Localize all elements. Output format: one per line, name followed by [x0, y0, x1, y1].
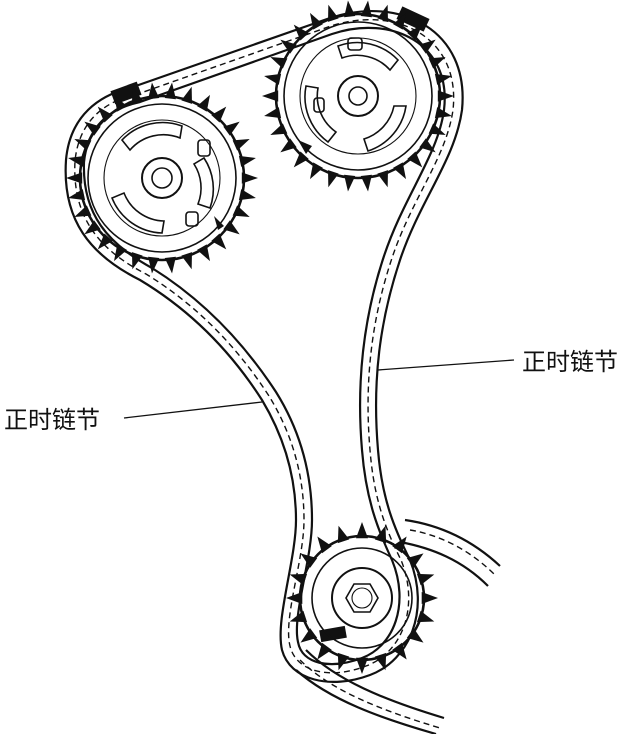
- sprocket-tooth: [437, 90, 454, 102]
- chain-inner-edge: [82, 26, 446, 666]
- left-callout: 正时链节: [4, 401, 263, 434]
- left-callout-leader: [123, 401, 263, 419]
- sprocket-tooth: [300, 553, 318, 568]
- sprocket-tooth: [310, 12, 323, 30]
- sprocket-tooth: [317, 642, 332, 660]
- right-callout-leader: [377, 359, 515, 371]
- sprocket-tooth: [310, 162, 323, 180]
- sprocket-tooth: [280, 39, 297, 54]
- sprocket-tooth: [356, 657, 368, 674]
- sprocket-tooth: [84, 220, 101, 235]
- right-cam-sprocket: [262, 0, 454, 192]
- timing-chain: [64, 6, 464, 683]
- sprocket-tooth: [392, 642, 407, 660]
- sprocket-tooth: [317, 536, 332, 554]
- sprocket-tooth: [293, 151, 309, 168]
- sprocket-tooth: [406, 628, 424, 643]
- sprocket-tooth: [393, 162, 406, 180]
- sprocket-tooth: [286, 592, 303, 604]
- left-sprocket-arrow: [214, 216, 224, 230]
- sprocket-tooth: [392, 536, 407, 554]
- sprocket-tooth: [421, 592, 438, 604]
- sprocket-tooth: [84, 121, 101, 136]
- sprocket-tooth: [356, 522, 368, 539]
- sprocket-tooth: [406, 553, 424, 568]
- sprocket-tooth: [293, 24, 309, 41]
- sprocket-tooth: [97, 106, 113, 123]
- crank-hex-bolt: [345, 583, 379, 613]
- sprocket-tooth: [197, 244, 210, 262]
- sprocket-tooth: [114, 244, 127, 262]
- chain-outer-edge: [64, 9, 464, 683]
- right-sprocket-hub: [337, 75, 379, 117]
- sprocket-tooth: [300, 628, 318, 643]
- sprocket-tooth: [114, 94, 127, 112]
- right-callout: 正时链节: [377, 348, 618, 376]
- sprocket-tooth: [407, 151, 423, 168]
- right-sprocket-arrow: [298, 140, 312, 154]
- left-callout-label: 正时链节: [4, 406, 100, 434]
- sprocket-tooth: [211, 106, 227, 123]
- crank-hub: [331, 567, 393, 629]
- sprocket-tooth: [197, 94, 210, 112]
- sprocket-tooth: [262, 90, 279, 102]
- sprocket-tooth: [280, 138, 297, 153]
- left-sprocket-hub: [141, 157, 183, 199]
- chain-links: [74, 18, 455, 674]
- sprocket-tooth: [223, 220, 240, 235]
- crank-sprocket: [286, 522, 438, 674]
- right-callout-label: 正时链节: [522, 348, 618, 376]
- sprocket-tooth: [66, 172, 83, 184]
- timing-link-mark-bottom: [319, 625, 347, 643]
- sprocket-tooth: [419, 39, 436, 54]
- sprocket-tooth: [241, 172, 258, 184]
- secondary-chain: [295, 518, 501, 734]
- sprocket-tooth: [97, 233, 113, 250]
- sprocket-tooth: [407, 24, 423, 41]
- sprocket-tooth: [211, 233, 227, 250]
- sprocket-tooth: [419, 138, 436, 153]
- sprocket-tooth: [393, 12, 406, 30]
- left-cam-sprocket: [66, 82, 258, 274]
- sprocket-tooth: [223, 121, 240, 136]
